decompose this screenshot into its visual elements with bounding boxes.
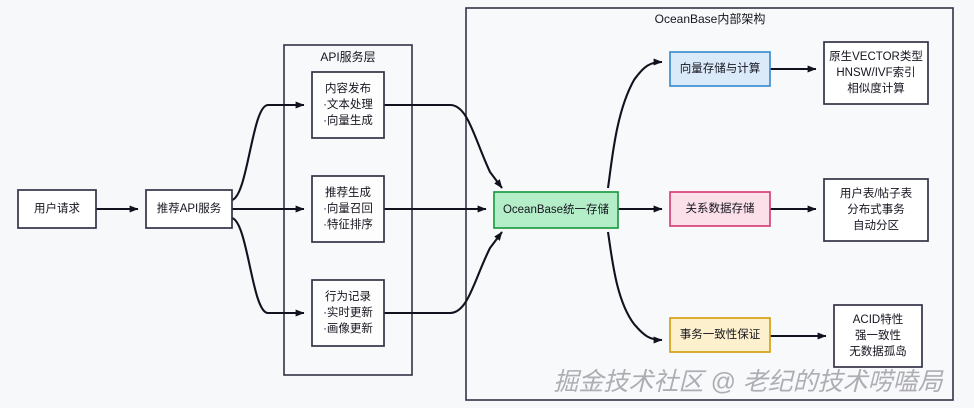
node-box-relational-data-storage[interactable] [669, 191, 771, 227]
node-box-recommend-api-service[interactable] [145, 189, 233, 229]
node-label-behavior-record-line-0: 行为记录 [325, 290, 371, 303]
node-user-request[interactable]: 用户请求 [17, 189, 97, 229]
edge-api-to-behavior [231, 216, 305, 317]
node-content-publish[interactable]: 内容发布 ·文本处理 ·向量生成 [311, 71, 385, 139]
node-label-transaction-detail-line-1: 强一致性 [855, 328, 901, 342]
node-label-content-publish-line-1: ·文本处理 [323, 97, 373, 111]
node-label-vector-storage-compute-line-0: 向量存储与计算 [680, 61, 761, 75]
node-recommend-api-service[interactable]: 推荐API服务 [145, 189, 233, 229]
node-oceanbase-unified-storage[interactable]: OceanBase统一存储 [493, 191, 619, 229]
node-label-transaction-detail-line-2: 无数据孤岛 [849, 344, 907, 358]
node-label-recommend-api-service-line-0: 推荐API服务 [157, 201, 222, 215]
node-box-content-publish[interactable] [311, 71, 385, 139]
node-label-recommend-generate-line-1: ·向量召回 [323, 201, 373, 215]
node-label-relational-detail-line-2: 自动分区 [853, 219, 899, 232]
node-label-content-publish-line-0: 内容发布 [325, 81, 371, 95]
node-label-vector-detail-line-0: 原生VECTOR类型 [829, 49, 923, 63]
edge-api-to-content [231, 101, 305, 202]
watermark-text: 掘金技术社区 @ 老纪的技术唠嗑局 [553, 368, 944, 396]
node-box-user-request[interactable] [17, 189, 97, 229]
edge-behavior-to-core [384, 231, 503, 315]
node-box-recommend-generate[interactable] [311, 175, 385, 243]
group-title-api-layer: API服务层 [320, 49, 375, 64]
node-label-transaction-detail-line-0: ACID特性 [853, 312, 903, 326]
node-box-vector-storage-compute[interactable] [669, 51, 771, 87]
node-relational-data-storage[interactable]: 关系数据存储 [669, 191, 771, 227]
node-label-user-request-line-0: 用户请求 [34, 201, 80, 215]
node-behavior-record[interactable]: 行为记录 ·实时更新 ·画像更新 [311, 279, 385, 347]
group-title-oceanbase-internal: OceanBase内部架构 [655, 11, 766, 26]
node-box-vector-detail[interactable] [823, 41, 929, 105]
node-label-transaction-consistency-line-0: 事务一致性保证 [680, 327, 761, 341]
edge-core-to-vector [606, 58, 663, 189]
node-box-oceanbase-unified-storage[interactable] [493, 191, 619, 229]
node-label-vector-detail-line-1: HNSW/IVF索引 [836, 65, 915, 79]
node-label-recommend-generate-line-0: 推荐生成 [325, 185, 371, 199]
edge-content-to-core [384, 103, 503, 189]
node-label-behavior-record-line-2: ·画像更新 [323, 321, 373, 335]
node-box-relational-detail[interactable] [823, 178, 929, 242]
node-recommend-generate[interactable]: 推荐生成 ·向量召回 ·特征排序 [311, 175, 385, 243]
node-label-relational-data-storage-line-0: 关系数据存储 [686, 201, 755, 215]
edge-core-to-transaction [606, 231, 663, 344]
node-label-behavior-record-line-1: ·实时更新 [323, 305, 373, 319]
connector-edges [96, 58, 827, 344]
node-label-content-publish-line-2: ·向量生成 [323, 113, 373, 127]
watermark: 掘金技术社区 @ 老纪的技术唠嗑局 [553, 368, 944, 396]
node-transaction-consistency[interactable]: 事务一致性保证 [669, 317, 771, 353]
node-vector-storage-compute[interactable]: 向量存储与计算 [669, 51, 771, 87]
node-label-relational-detail-line-0: 用户表/帖子表 [840, 186, 913, 200]
node-label-vector-detail-line-2: 相似度计算 [847, 81, 905, 95]
node-label-oceanbase-unified-storage-line-0: OceanBase统一存储 [503, 202, 610, 216]
node-label-recommend-generate-line-2: ·特征排序 [323, 217, 373, 231]
node-label-relational-detail-line-1: 分布式事务 [847, 202, 905, 216]
node-box-behavior-record[interactable] [311, 279, 385, 347]
node-box-transaction-detail[interactable] [833, 304, 923, 368]
node-box-transaction-consistency[interactable] [669, 317, 771, 353]
